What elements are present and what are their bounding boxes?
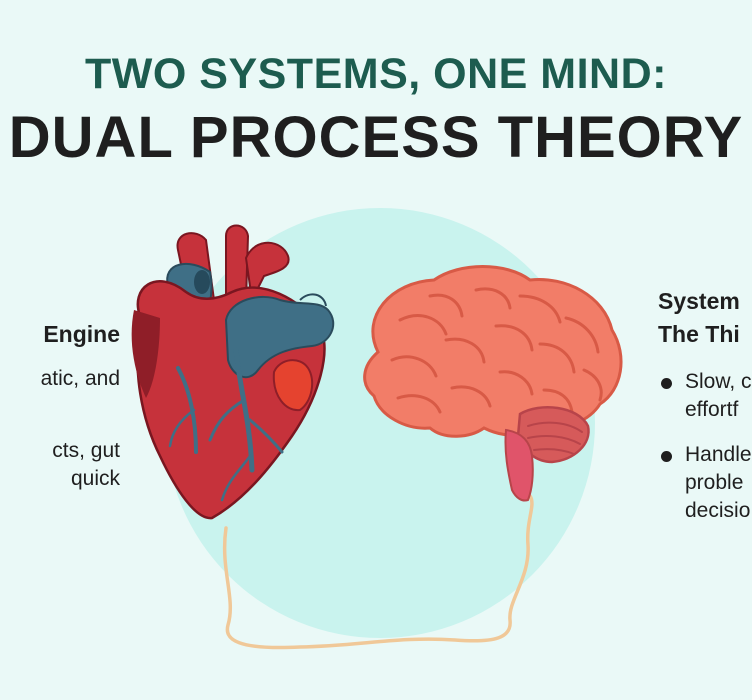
system-2-bullet-1-line-1: Slow, c (685, 370, 752, 393)
system-2-heading-1: System (658, 288, 740, 314)
connecting-cord (222, 494, 534, 650)
system-2-heading-2: The Thi (658, 321, 740, 347)
system-1-text-2: cts, gut (52, 439, 120, 462)
page-title: DUAL PROCESS THEORY (8, 105, 744, 170)
system-2-panel: System The Thi Slow, c effortf Handle pr… (658, 285, 752, 525)
system-1-panel: Engine atic, and cts, gut quick (0, 318, 120, 493)
brain-illustration (363, 265, 623, 502)
system-2-bullet-1: Slow, c effortf (658, 368, 752, 424)
system-1-text-1: atic, and (40, 367, 120, 390)
system-2-bullet-2-line-2: proble (685, 471, 744, 494)
system-2-bullet-1-line-2: effortf (685, 398, 739, 421)
system-2-bullet-2-line-1: Handle (685, 443, 752, 466)
system-1-text-3: quick (70, 467, 120, 490)
heart-illustration (131, 224, 335, 520)
title-line-1: TWO SYSTEMS, ONE MIND: (85, 50, 667, 98)
system-2-bullet-2-line-3: decisio (685, 499, 751, 522)
system-2-bullet-2: Handle proble decisio (658, 441, 752, 525)
system-1-heading: Engine (43, 321, 120, 347)
